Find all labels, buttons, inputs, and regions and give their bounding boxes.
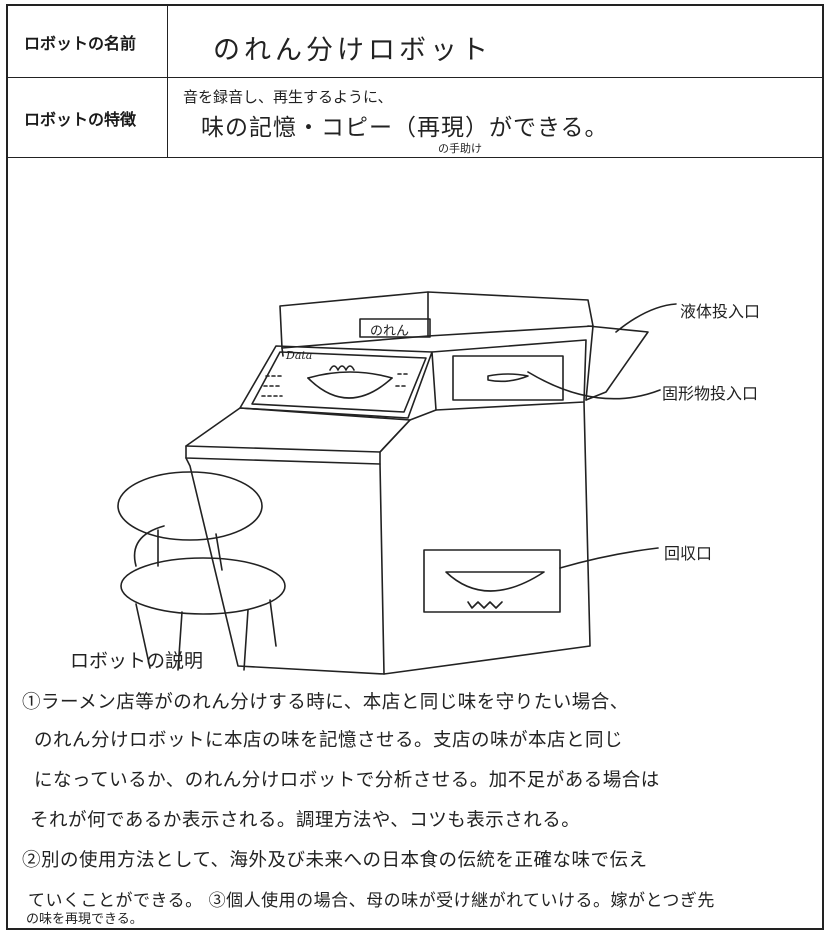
description-line: ①ラーメン店等がのれん分けする時に、本店と同じ味を守りたい場合、 [22,692,629,713]
sign-text: のれん [370,324,410,339]
description-line: のれん分けロボットに本店の味を記憶させる。支店の味が本店と同じ [34,730,624,751]
worksheet-form: ロボットの名前 のれん分けロボット ロボットの特徴 音を録音し、再生するように、… [6,4,824,930]
main-body [379,401,591,675]
description-line: の味を再現できる。 [26,912,143,927]
liquid-callout-line [615,303,677,333]
chair-seat [120,557,286,615]
screen-text: Data [286,349,313,362]
description-line: になっているか、のれん分けロボットで分析させる。加不足がある場合は [34,770,660,791]
chair-back [117,471,263,541]
description-line: ていくことができる。 ③個人使用の場合、母の味が受け継がれていける。嫁がとつぎ先 [28,891,715,911]
collect-bowl [445,571,545,592]
liquid-flap [585,325,649,401]
collect-callout-line [559,547,659,569]
collect-callout: 回収口 [664,544,713,563]
screen-bowl [307,377,393,399]
feature-label: ロボットの特徴 [8,78,168,157]
feature-sub: の手助け [438,142,482,155]
feature-note: 音を録音し、再生するように、 [183,88,393,106]
solid-slot-panel [452,355,564,401]
solid-input-slot [487,373,529,383]
solid-input-callout: 固形物投入口 [662,384,759,403]
description-line: それが何であるか表示される。調理方法や、コツも表示される。 [30,810,581,831]
feature-main: 味の記憶・コピー（再現）ができる。 [201,115,609,141]
description-heading: ロボットの説明 [70,650,204,672]
description-line: ②別の使用方法として、海外及び未来への日本食の伝統を正確な味で伝え [22,850,648,871]
top-box [279,291,594,349]
feature-row: ロボットの特徴 [8,78,822,158]
collect-window [423,549,561,613]
sign-plate [359,318,431,338]
solid-callout-line [527,371,661,400]
name-value: のれん分けロボット [213,35,492,66]
robot-sketch [117,291,677,675]
chair-legs [135,599,277,671]
liquid-input-callout: 液体投入口 [680,302,761,321]
counter-top [185,407,411,453]
name-row: ロボットの名前 のれん分けロボット [8,6,822,78]
name-label: ロボットの名前 [8,6,168,77]
